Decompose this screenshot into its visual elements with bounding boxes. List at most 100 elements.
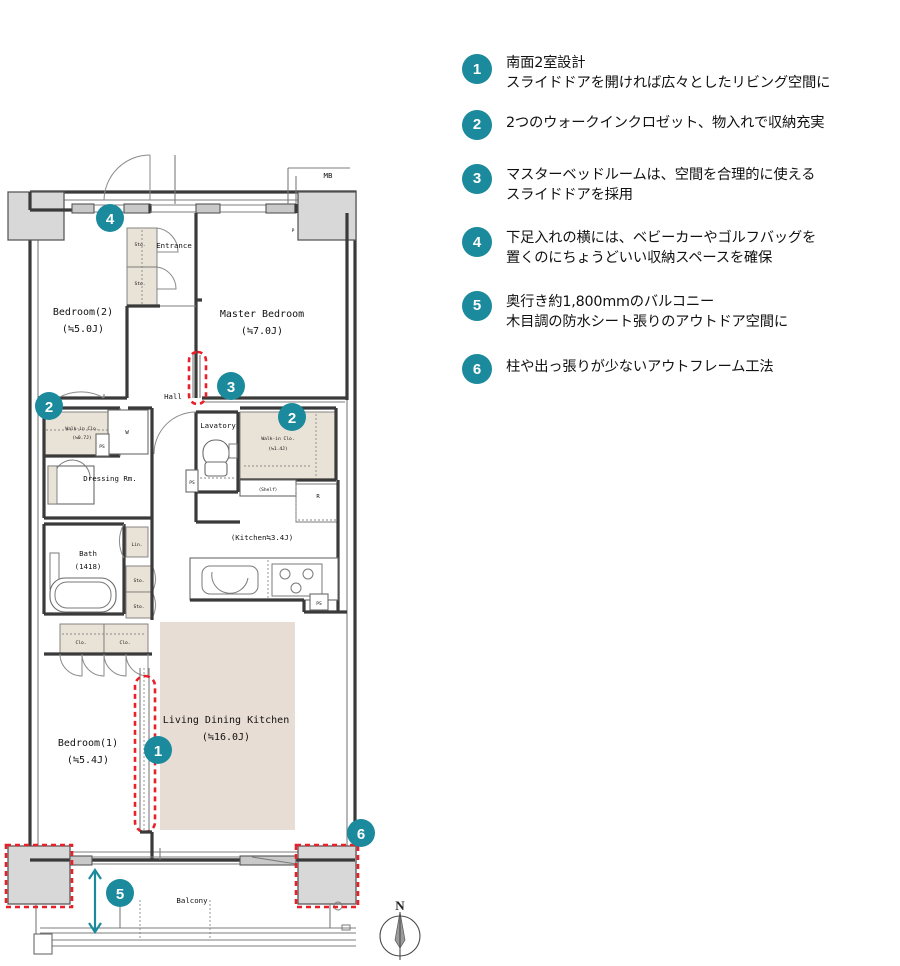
ldk-floor-fill [160,622,295,830]
label-ps-2: PS [189,480,195,486]
legend-line-4-2: 置くのにちょうどいい収納スペースを確保 [506,250,773,267]
label-wic-left-size: (≒0.7J) [72,435,91,441]
plan-badge-5-text: 5 [116,886,124,903]
legend-badge-1: 1 [462,54,492,84]
legend-text-2: 2つのウォークインクロゼット、物入れで収納充実 [506,112,825,133]
label-ldk-size: (≒16.0J) [202,732,250,743]
label-refrigerator: R [316,494,320,500]
label-shelf: 〈Shelf〉 [256,487,279,493]
plan-badge-3[interactable]: 3 [217,372,245,400]
ps-box-1 [95,433,110,457]
legend-text-4: 下足入れの横には、ベビーカーやゴルフバッグを 置くのにちょうどいい収納スペースを… [506,227,816,269]
plan-badge-2-right[interactable]: 2 [278,403,306,431]
legend-line-5-2: 木目調の防水シート張りのアウトドア空間に [506,314,788,331]
dressing-room [42,456,154,520]
upper-walls [28,154,350,214]
label-wic-right-size: (≒1.4J) [268,446,287,452]
label-p-top: P [292,228,295,234]
label-ps-1: PS [99,444,105,450]
plan-badge-1[interactable]: 1 [144,736,172,764]
label-ps-3: PS [316,601,322,607]
feature-legend: 1 南面2室設計 スライドドアを開ければ広々としたリビング空間に 2 2つのウォ… [462,52,900,432]
slide-door-master [187,350,208,406]
legend-item-6: 6 柱や出っ張りが少ないアウトフレーム工法 [462,354,900,385]
legend-item-3: 3 マスターベッドルームは、空間を合理的に使える スライドドアを採用 [462,163,900,206]
kitchen [189,480,347,614]
label-sto-entrance-1: Sto. [134,242,145,248]
legend-line-6-1: 柱や出っ張りが少ないアウトフレーム工法 [506,359,774,376]
legend-line-3-2: スライドドアを採用 [506,186,633,203]
label-bedroom1-name: Bedroom(1) [58,738,118,749]
entrance-storage [126,227,179,307]
legend-badge-2: 2 [462,109,492,140]
legend-badge-6: 6 [462,354,492,385]
label-mb: MB [324,171,333,180]
label-kitchen: (Kitchen≒3.4J) [231,533,293,542]
linen-storage-column [125,518,156,620]
label-dressing-room: Dressing Rm. [83,474,136,483]
label-entrance: Entrance [156,241,192,250]
highlight-slide-door-master [187,350,208,406]
label-lin: Lin. [131,542,142,548]
compass-rose: N [379,898,421,960]
floor-plan-drawing: MB P Sto. Sto. Entrance Bedroom(2) (≒5.0… [4,154,421,960]
master-bedroom-walls [202,213,349,403]
label-bath-size: (1418) [75,562,102,571]
label-sto-mid-2: Sto. [133,604,144,610]
label-master-size: (≒7.0J) [241,326,283,337]
legend-item-5: 5 奥行き約1,800mmのバルコニー 木目調の防水シート張りのアウトドア空間に [462,290,900,333]
legend-line-2-1: 2つのウォークインクロゼット、物入れで収納充実 [506,114,825,131]
slide-door-bedroom1 [133,668,157,860]
label-hall: Hall [164,392,182,401]
highlight-column-left [4,843,74,909]
label-ldk-name: Living Dining Kitchen [163,715,289,726]
legend-line-1-2: スライドドアを開ければ広々としたリビング空間に [506,75,831,92]
legend-line-1-1: 南面2室設計 [506,55,586,71]
plan-badge-5[interactable]: 5 [106,879,134,907]
label-bath-name: Bath [79,549,97,558]
plan-badge-2-left-text: 2 [45,399,53,416]
legend-line-5-1: 奥行き約1,800mmのバルコニー [506,293,715,310]
label-wic-left-name: Walk-in Clo. [65,426,98,432]
legend-line-4-1: 下足入れの横には、ベビーカーやゴルフバッグを [506,230,817,247]
structural-columns [7,191,357,905]
label-washer: W [125,430,129,436]
label-clo-2: Clo. [119,640,130,646]
legend-text-5: 奥行き約1,800mmのバルコニー 木目調の防水シート張りのアウトドア空間に [506,291,788,333]
plan-badge-4[interactable]: 4 [96,204,124,232]
legend-item-2: 2 2つのウォークインクロゼット、物入れで収納充実 [462,109,900,140]
legend-item-1: 1 南面2室設計 スライドドアを開ければ広々としたリビング空間に [462,52,900,94]
label-bedroom2-size: (≒5.0J) [62,324,104,335]
label-bedroom2-name: Bedroom(2) [53,307,113,318]
label-master-name: Master Bedroom [220,309,304,320]
legend-text-1: 南面2室設計 スライドドアを開ければ広々としたリビング空間に [506,52,830,94]
legend-text-6: 柱や出っ張りが少ないアウトフレーム工法 [506,356,774,377]
washer-area [107,406,154,456]
label-wic-right-name: Walk-in Clo. [261,436,294,442]
highlight-column-right [294,843,360,909]
label-clo-1: Clo. [75,640,86,646]
legend-badge-3: 3 [462,163,492,194]
label-sto-entrance-2: Sto. [134,281,145,287]
floor-plan-panel: MB P Sto. Sto. Entrance Bedroom(2) (≒5.0… [4,154,421,960]
plan-badge-6[interactable]: 6 [347,819,375,847]
plan-badge-1-text: 1 [154,743,162,760]
plan-badge-3-text: 3 [227,379,235,396]
label-lavatory: Lavatory [200,421,236,430]
entrance-hall-walls [125,213,202,398]
legend-badge-4: 4 [462,227,492,258]
legend-line-3-1: マスターベッドルームは、空間を合理的に使える [506,166,816,183]
lavatory [153,410,240,494]
compass-north-label: N [395,898,405,913]
balcony [33,900,356,955]
bedroom1-closets [44,623,152,677]
balcony-depth-arrow [88,868,102,934]
label-balcony: Balcony [176,896,208,905]
balcony-wall [30,848,355,866]
label-sto-mid-1: Sto. [133,578,144,584]
plan-badge-2-left[interactable]: 2 [35,392,63,420]
bathroom [42,522,126,616]
plan-badge-4-text: 4 [106,211,115,228]
legend-item-4: 4 下足入れの横には、ベビーカーやゴルフバッグを 置くのにちょうどいい収納スペー… [462,227,900,269]
legend-badge-5: 5 [462,290,492,321]
